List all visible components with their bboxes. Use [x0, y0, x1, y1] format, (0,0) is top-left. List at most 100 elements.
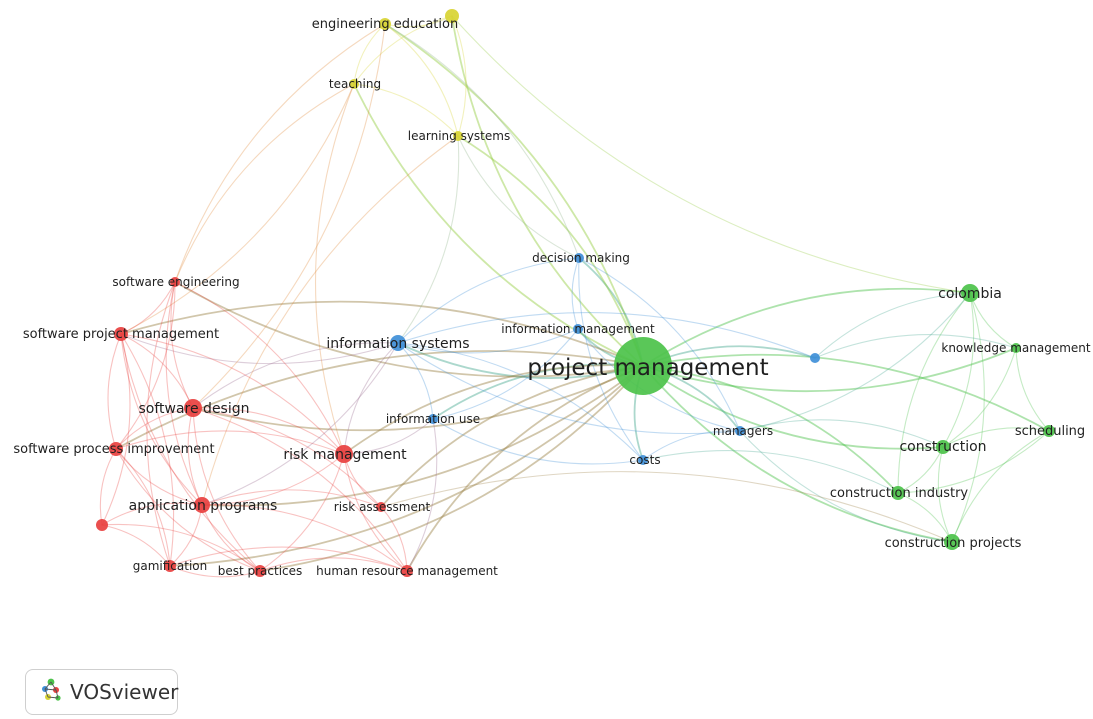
link-project-management-construction — [642, 365, 944, 450]
link-application-programs-information-systems — [201, 342, 399, 506]
link-information-systems-managers — [397, 342, 741, 435]
node-yellow-unlabeled[interactable] — [445, 9, 459, 23]
link-construction-projects-managers — [739, 430, 953, 543]
node-information-use[interactable] — [428, 414, 438, 424]
link-software-process-improvement-risk-management — [115, 430, 345, 455]
link-project-management-gamification — [169, 365, 644, 567]
node-decision-making[interactable] — [574, 253, 584, 263]
link-construction-industry-costs — [642, 450, 899, 494]
link-knowledge-management-construction — [942, 347, 1017, 448]
link-best-practices-red-unlabeled — [101, 523, 261, 572]
node-software-process-improvement[interactable] — [109, 442, 123, 456]
link-project-management-colombia — [642, 287, 971, 367]
label-construction: construction — [899, 439, 986, 455]
link-software-process-improvement-gamification — [115, 448, 171, 567]
link-software-project-management-red-unlabeled — [101, 333, 131, 526]
node-information-systems[interactable] — [390, 335, 406, 351]
link-information-systems-software-project-management — [120, 333, 399, 365]
link-software-engineering-software-process-improvement — [115, 281, 176, 450]
link-best-practices-human-resource-management — [259, 557, 408, 572]
link-scheduling-construction — [942, 427, 1050, 448]
link-software-design-best-practices — [192, 407, 261, 572]
label-learning-systems: learning systems — [408, 129, 510, 143]
node-information-management[interactable] — [573, 324, 583, 334]
link-learning-systems-information-systems — [397, 135, 460, 344]
node-engineering-education[interactable] — [379, 18, 391, 30]
label-software-process-improvement: software process improvement — [13, 442, 214, 457]
link-information-use-costs — [432, 418, 644, 465]
link-information-systems-software-design — [192, 342, 399, 409]
node-human-resource-management[interactable] — [401, 565, 413, 577]
node-construction-industry[interactable] — [891, 486, 905, 500]
link-project-management-application-programs — [201, 365, 644, 507]
label-colombia: colombia — [938, 286, 1002, 302]
node-project-management[interactable] — [614, 337, 672, 395]
link-information-management-managers — [577, 328, 741, 432]
link-engineering-education-software-engineering — [174, 23, 386, 283]
link-software-process-improvement-best-practices — [115, 448, 261, 572]
link-project-management-knowledge-management — [642, 347, 1017, 393]
node-blue-unlabeled[interactable] — [810, 353, 820, 363]
node-software-project-management[interactable] — [114, 327, 128, 341]
node-best-practices[interactable] — [254, 565, 266, 577]
link-application-programs-best-practices — [201, 504, 261, 572]
link-information-systems-information-management — [397, 328, 579, 354]
link-engineering-education-teaching — [353, 23, 386, 85]
link-project-management-yellow-unlabeled — [451, 15, 644, 367]
link-software-design-application-programs — [187, 407, 203, 506]
link-project-management-scheduling — [642, 353, 1050, 432]
node-software-design[interactable] — [184, 399, 202, 417]
link-gamification-red-unlabeled — [101, 524, 171, 567]
node-scheduling[interactable] — [1043, 425, 1055, 437]
node-construction-projects[interactable] — [944, 534, 960, 550]
link-decision-making-managers — [578, 257, 741, 432]
link-software-design-human-resource-management — [192, 407, 408, 572]
label-costs: costs — [629, 453, 660, 467]
link-software-design-risk-management — [192, 407, 345, 455]
link-scheduling-construction-industry — [897, 430, 1050, 494]
link-gamification-best-practices — [169, 565, 261, 578]
node-red-unlabeled[interactable] — [96, 519, 108, 531]
link-application-programs-risk-assessment — [201, 489, 382, 508]
link-risk-management-best-practices — [259, 453, 345, 572]
node-construction[interactable] — [936, 440, 950, 454]
label-construction-industry: construction industry — [830, 486, 969, 501]
label-application-programs: application programs — [129, 498, 278, 514]
link-blue-unlabeled-knowledge-management — [814, 334, 1017, 359]
label-scheduling: scheduling — [1015, 424, 1085, 439]
link-software-engineering-risk-management — [174, 281, 345, 455]
node-software-engineering[interactable] — [170, 277, 180, 287]
node-learning-systems[interactable] — [453, 131, 463, 141]
link-application-programs-human-resource-management — [201, 504, 408, 572]
link-colombia-construction-industry — [897, 292, 971, 494]
link-decision-making-learning-systems — [457, 135, 580, 259]
node-colombia[interactable] — [961, 284, 979, 302]
link-scheduling-construction-projects — [951, 430, 1050, 543]
link-project-management-risk-assessment — [380, 365, 644, 508]
label-information-management: information management — [501, 322, 655, 336]
node-risk-assessment[interactable] — [376, 502, 386, 512]
node-knowledge-management[interactable] — [1011, 343, 1021, 353]
link-project-management-best-practices — [259, 365, 644, 572]
link-yellow-unlabeled-colombia — [451, 15, 971, 294]
link-gamification-human-resource-management — [169, 546, 408, 572]
node-gamification[interactable] — [164, 560, 176, 572]
label-software-design: software design — [138, 401, 249, 417]
node-managers[interactable] — [735, 426, 745, 436]
node-application-programs[interactable] — [194, 497, 210, 513]
link-application-programs-gamification — [169, 504, 203, 567]
link-engineering-education-decision-making — [384, 23, 580, 259]
link-software-engineering-application-programs — [165, 281, 203, 506]
node-teaching[interactable] — [349, 79, 359, 89]
node-costs[interactable] — [638, 455, 648, 465]
node-risk-management[interactable] — [335, 445, 353, 463]
label-information-systems: information systems — [326, 336, 469, 352]
link-colombia-construction-projects — [951, 292, 985, 543]
vosviewer-logo-icon — [38, 677, 64, 707]
vosviewer-badge[interactable]: VOSviewer — [25, 669, 178, 715]
label-risk-management: risk management — [283, 447, 407, 463]
link-information-systems-information-use — [397, 342, 434, 420]
label-human-resource-management: human resource management — [316, 564, 498, 578]
